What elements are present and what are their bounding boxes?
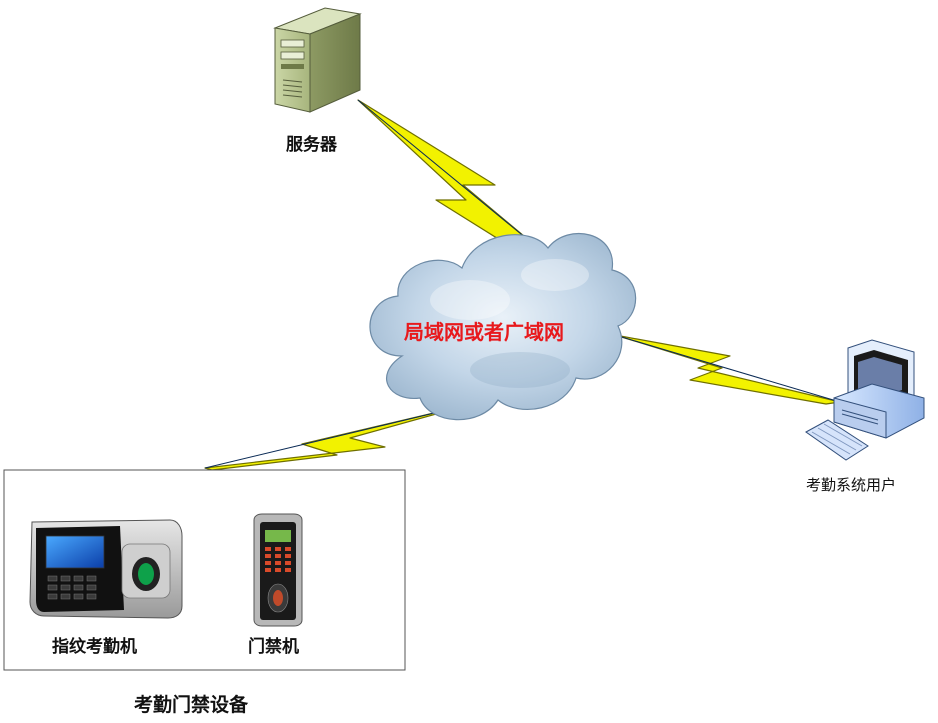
link-network-devices bbox=[204, 403, 473, 471]
fingerprint-terminal-icon bbox=[29, 519, 183, 619]
user-label: 考勤系统用户 bbox=[806, 476, 897, 494]
cloud-icon bbox=[369, 233, 637, 421]
device-group-label: 考勤门禁设备 bbox=[134, 694, 249, 716]
access-control-reader-icon bbox=[253, 513, 303, 627]
network-label: 局域网或者广域网 bbox=[404, 320, 564, 344]
server-label: 服务器 bbox=[286, 135, 337, 155]
access-control-label: 门禁机 bbox=[248, 637, 299, 657]
desktop-computer-icon bbox=[805, 339, 925, 461]
link-network-user bbox=[614, 334, 841, 405]
fingerprint-terminal-label: 指纹考勤机 bbox=[52, 637, 137, 657]
server-tower-icon bbox=[273, 7, 362, 113]
